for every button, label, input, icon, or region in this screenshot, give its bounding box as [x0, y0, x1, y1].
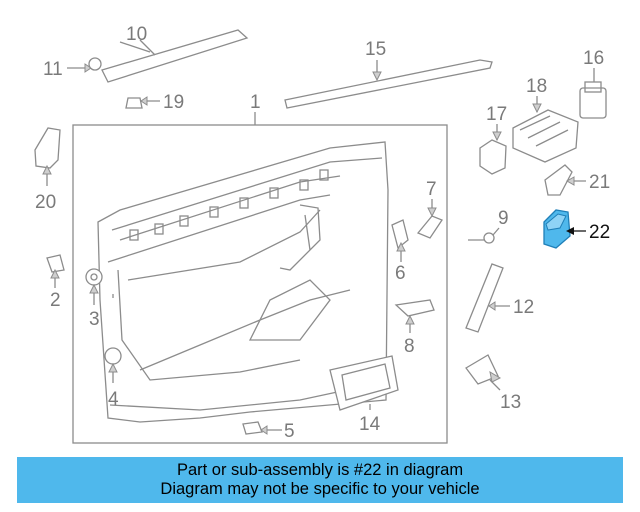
banner-line-1: Part or sub-assembly is #22 in diagram — [176, 461, 464, 479]
part-16-switch — [579, 68, 607, 119]
part-14-bezel — [329, 355, 399, 411]
part-9-screw — [468, 227, 500, 244]
part-6-clip — [391, 219, 409, 262]
callout-4: 4 — [108, 389, 119, 410]
callout-19: 19 — [163, 92, 184, 113]
part-8-bracket — [394, 299, 435, 333]
callout-14: 14 — [359, 414, 381, 435]
door-panel-frame — [72, 112, 448, 444]
info-banner: Part or sub-assembly is #22 in diagram D… — [17, 457, 623, 503]
callout-2: 2 — [50, 290, 61, 311]
callout-22: 22 — [589, 222, 610, 243]
callout-7: 7 — [426, 179, 437, 200]
callout-9: 9 — [498, 208, 509, 229]
part-3-grommet — [85, 268, 103, 305]
banner-line-2: Diagram may not be specific to your vehi… — [160, 480, 480, 498]
door-trim-panel — [97, 141, 389, 423]
callout-3: 3 — [89, 309, 100, 330]
part-2-clip — [46, 254, 65, 288]
part-7-handle-cover — [416, 199, 443, 239]
callout-1: 1 — [250, 92, 261, 113]
part-10-trim-strip — [101, 29, 249, 83]
callout-20: 20 — [35, 192, 56, 213]
part-18-master-switch — [512, 96, 579, 163]
callout-21: 21 — [589, 172, 610, 193]
callout-18: 18 — [526, 76, 547, 97]
part-22-switch-highlighted — [543, 209, 586, 249]
callout-16: 16 — [583, 48, 604, 69]
part-4-fastener — [104, 347, 122, 383]
parts-diagram: 1 2 3 4 5 6 7 8 9 10 11 12 13 14 15 16 1… — [34, 24, 610, 444]
callout-5: 5 — [284, 421, 295, 442]
part-19-clip — [125, 96, 160, 109]
part-15-belt-molding — [284, 59, 493, 109]
part-20-bracket — [34, 127, 61, 186]
callout-6: 6 — [395, 263, 406, 284]
callout-12: 12 — [513, 297, 534, 318]
part-17-switch — [479, 124, 507, 175]
callout-15: 15 — [365, 39, 386, 60]
callout-10: 10 — [126, 24, 147, 45]
part-13-housing — [465, 354, 502, 391]
part-12-strip — [465, 263, 510, 333]
part-11-cap — [67, 57, 102, 73]
part-21-bracket — [544, 164, 586, 196]
callout-17: 17 — [486, 104, 507, 125]
callout-11: 11 — [43, 59, 63, 80]
part-5-fastener — [242, 421, 282, 435]
callout-8: 8 — [404, 336, 415, 357]
callout-13: 13 — [500, 392, 521, 413]
